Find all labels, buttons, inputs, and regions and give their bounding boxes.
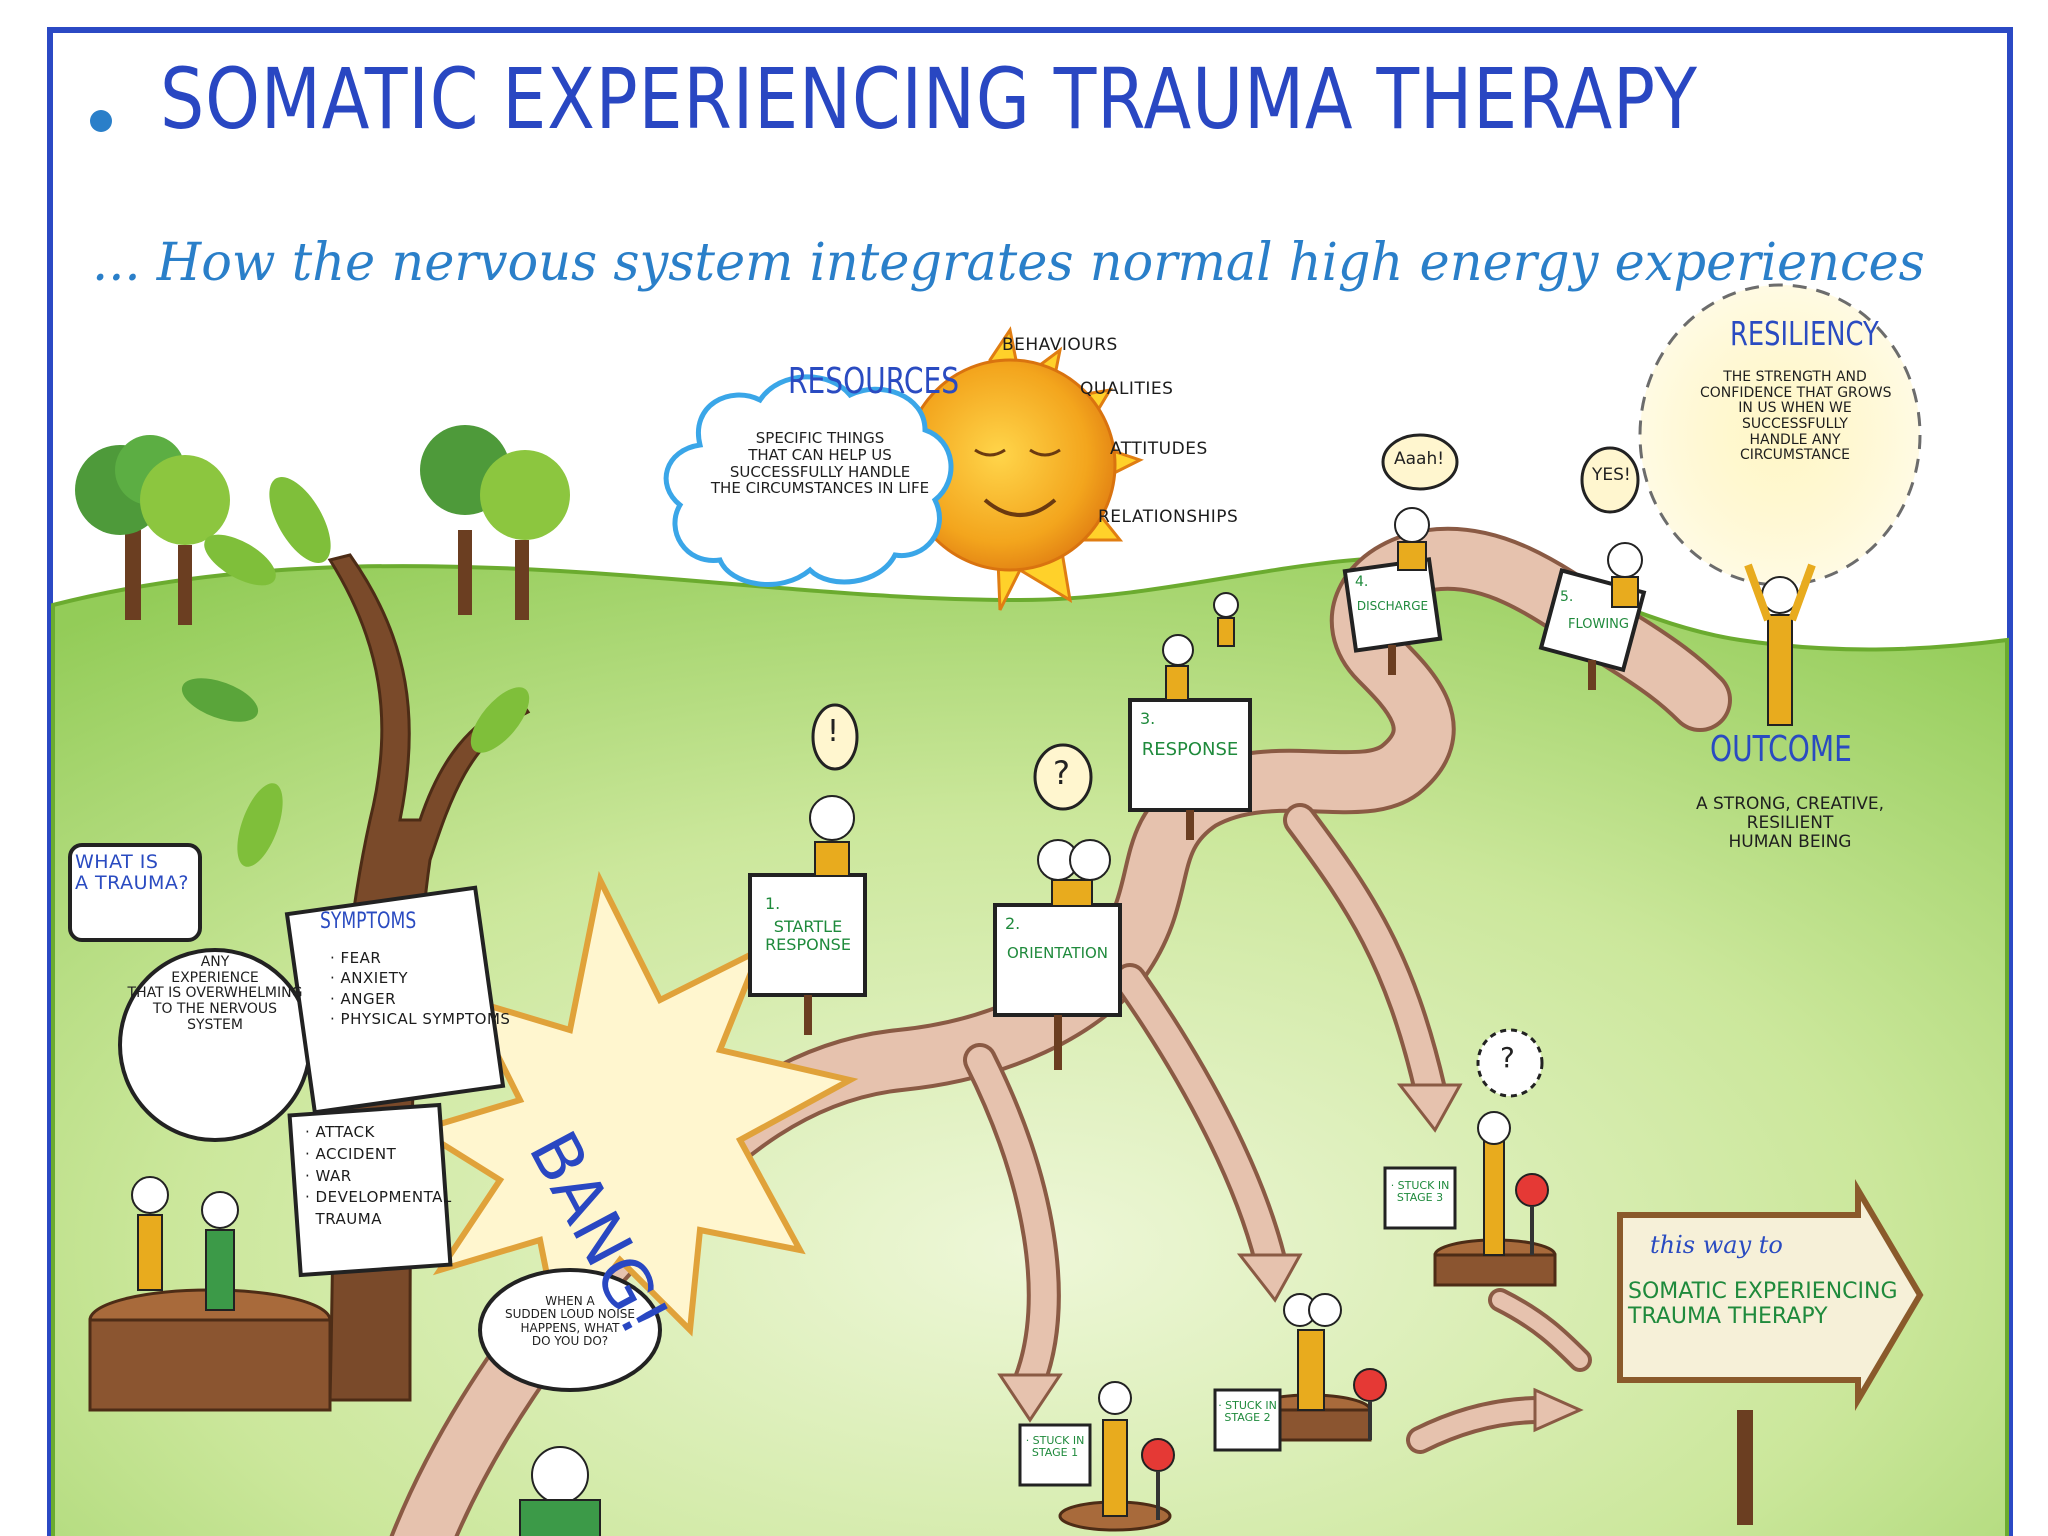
- stage-signs: [748, 557, 1647, 1017]
- page-title: SOMATIC EXPERIENCING TRAUMA THERAPY: [160, 50, 1698, 148]
- bang-burst: [412, 870, 859, 1348]
- ray-attitudes: ATTITUDES: [1110, 439, 1208, 459]
- symptoms-list: · FEAR · ANXIETY · ANGER · PHYSICAL SYMP…: [330, 949, 511, 1028]
- stage-2-number: 2.: [1005, 914, 1021, 933]
- stage-1-bubble: !: [827, 714, 840, 749]
- boards: [284, 885, 506, 1278]
- sun-illustration: [903, 326, 1144, 611]
- trauma-question: WHAT IS A TRAUMA?: [75, 851, 189, 895]
- stuck-stage-1: · STUCK IN STAGE 1: [1025, 1434, 1085, 1460]
- stage-3-number: 3.: [1140, 709, 1156, 728]
- stage-5-label: FLOWING: [1568, 617, 1629, 632]
- stage-1-label: STARTLE RESPONSE: [765, 917, 851, 954]
- arrowheads: [997, 1083, 1584, 1433]
- stage-2-bubble: ?: [1053, 754, 1070, 792]
- signpost-line2: SOMATIC EXPERIENCING TRAUMA THERAPY: [1628, 1279, 1898, 1329]
- symptoms-heading: SYMPTOMS: [320, 909, 417, 934]
- bottom-figure: [519, 1446, 601, 1536]
- resiliency-figure: [1744, 563, 1816, 726]
- resiliency-heading: RESILIENCY: [1730, 314, 1879, 353]
- loud-noise-question: WHEN A SUDDEN LOUD NOISE HAPPENS, WHAT D…: [505, 1294, 635, 1349]
- stump-left: [88, 1176, 332, 1412]
- branch-arrows: [963, 803, 1592, 1454]
- stage-5-bubble: YES!: [1592, 465, 1631, 485]
- ray-qualities: QUALITIES: [1080, 379, 1174, 399]
- title-bullet: [90, 110, 112, 132]
- resources-heading: RESOURCES: [788, 361, 960, 402]
- sign-posts: [804, 645, 1596, 1070]
- signpost-arrow: [1617, 1179, 1924, 1525]
- ray-behaviours: BEHAVIOURS: [1002, 335, 1118, 355]
- resources-text: SPECIFIC THINGS THAT CAN HELP US SUCCESS…: [710, 429, 930, 498]
- stage-3-label: RESPONSE: [1141, 739, 1239, 760]
- resources-cloud: [663, 374, 954, 587]
- outcome-heading: OUTCOME: [1710, 729, 1852, 770]
- stage-figures: [809, 507, 1643, 907]
- outcome-text: A STRONG, CREATIVE, RESILIENT HUMAN BEIN…: [1695, 794, 1884, 853]
- stage-2-label: ORIENTATION: [1006, 944, 1109, 962]
- stuck-stage-2: · STUCK IN STAGE 2: [1218, 1399, 1277, 1425]
- background-trees: [75, 425, 570, 625]
- stuck-stumps: [1058, 1111, 1557, 1532]
- signpost-line1: this way to: [1650, 1231, 1783, 1259]
- stage-4-label: DISCHARGE: [1356, 599, 1429, 613]
- stage-4-bubble: Aaah!: [1394, 449, 1445, 469]
- speech-bubbles: [68, 843, 662, 1392]
- resiliency-text: THE STRENGTH AND CONFIDENCE THAT GROWS I…: [1700, 369, 1892, 464]
- stage-4-number: 4.: [1355, 574, 1369, 590]
- stuck-boards: [1018, 1166, 1457, 1487]
- stage-1-number: 1.: [765, 894, 781, 913]
- causes-list: · ATTACK · ACCIDENT · WAR · DEVELOPMENTA…: [305, 1123, 452, 1228]
- trauma-answer: ANY EXPERIENCE THAT IS OVERWHELMING TO T…: [127, 954, 303, 1033]
- stage-5-number: 5.: [1560, 589, 1574, 605]
- stuck-stage-3: · STUCK IN STAGE 3: [1390, 1179, 1450, 1205]
- ray-relationships: RELATIONSHIPS: [1098, 507, 1239, 527]
- thought-bubbles: [811, 433, 1640, 1098]
- page-subtitle: ... How the nervous system integrates no…: [92, 233, 1925, 293]
- stuck-3-thought: ?: [1500, 1041, 1515, 1074]
